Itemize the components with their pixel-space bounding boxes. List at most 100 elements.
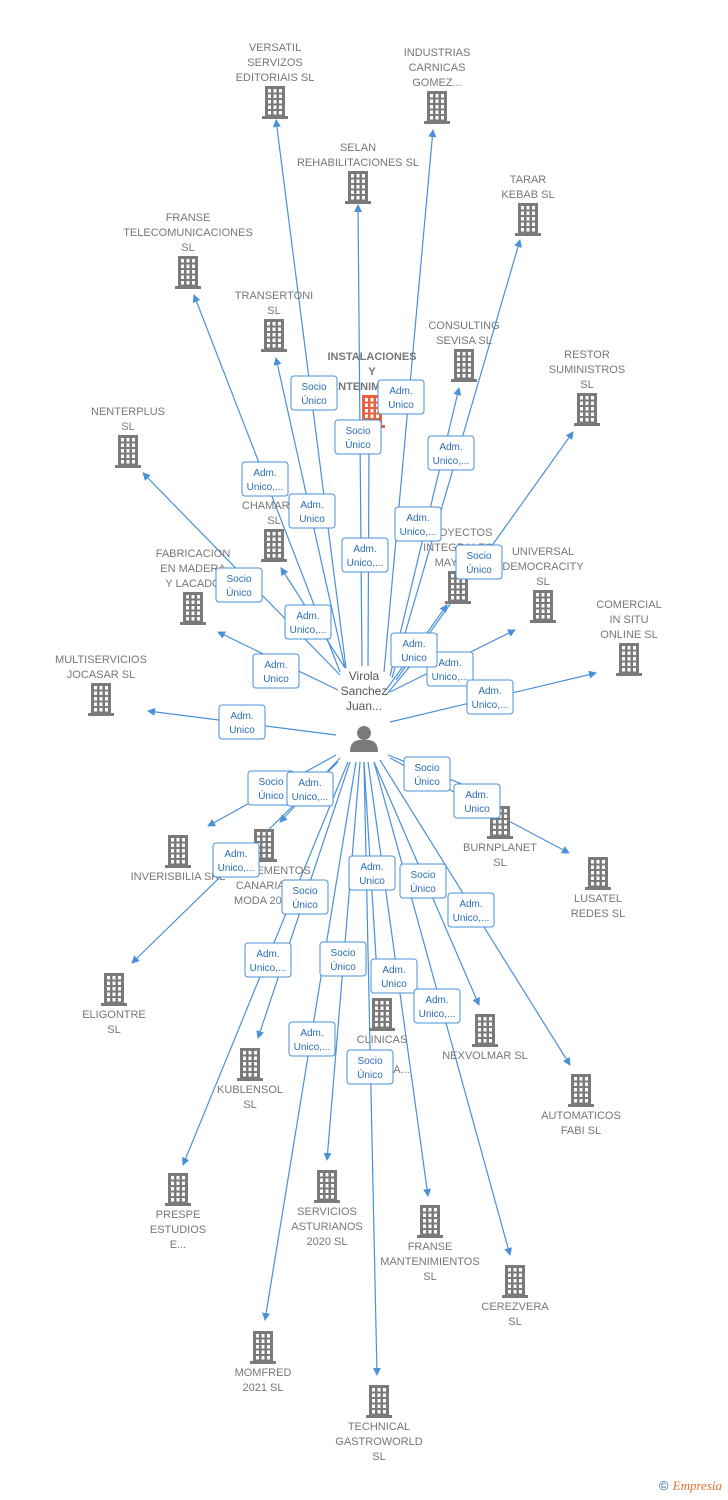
relation-badge[interactable]: Adm.Unico,... (241, 461, 289, 497)
badge-box (215, 567, 263, 603)
company-label: INDUSTRIAS (404, 47, 471, 59)
relation-badge[interactable]: Adm.Unico,... (341, 537, 389, 573)
badge-box (286, 771, 334, 807)
badge-label: Adm. (253, 468, 276, 479)
center-person-node[interactable]: Virola Sanchez Juan... (341, 669, 388, 752)
badge-label: Adm. (360, 862, 383, 873)
relation-badge[interactable]: Adm.Unico (390, 632, 438, 668)
badge-label: Adm. (389, 386, 412, 397)
building-icon (261, 529, 287, 562)
badge-label: Adm. (353, 544, 376, 555)
badge-label: Unico,... (400, 527, 437, 538)
badge-box (319, 941, 367, 977)
relation-badge[interactable]: Adm.Unico,... (413, 988, 461, 1024)
building-icon (369, 998, 395, 1031)
relation-badge[interactable]: Adm.Unico,... (212, 842, 260, 878)
relation-badge[interactable]: Adm.Unico,... (427, 435, 475, 471)
relation-badge[interactable]: Adm.Unico,... (244, 942, 292, 978)
badge-label: Único (466, 563, 492, 576)
building-icon (345, 171, 371, 204)
relation-badge[interactable]: Adm.Unico,... (466, 679, 514, 715)
building-icon (115, 435, 141, 468)
company-label: ONLINE SL (600, 629, 657, 641)
badge-label: Único (414, 775, 440, 788)
badge-label: Unico (464, 804, 490, 815)
badge-label: Adm. (425, 995, 448, 1006)
badge-box (341, 537, 389, 573)
building-icon (472, 1014, 498, 1047)
badge-label: Unico,... (218, 863, 255, 874)
company-node-nexvolmar[interactable]: NEXVOLMAR SL (442, 1014, 528, 1062)
building-icon (530, 590, 556, 623)
company-node-inverisbilia[interactable]: INVERISBILIA SRL (131, 835, 226, 883)
company-node-industrias[interactable]: INDUSTRIASCARNICASGOMEZ... (404, 47, 471, 124)
relation-badge[interactable]: Adm.Unico (348, 855, 396, 891)
relation-badge[interactable]: Adm.Unico,... (284, 604, 332, 640)
badges-layer: SocioÚnicoAdm.UnicoAdm.Unico,...Adm.Unic… (212, 375, 514, 1085)
badge-box (453, 783, 501, 819)
copyright-symbol: © (659, 1478, 669, 1493)
relation-badge[interactable]: Adm.Unico (218, 704, 266, 740)
relation-badge[interactable]: Adm.Unico,... (394, 506, 442, 542)
company-label: MOMFRED (235, 1367, 292, 1379)
company-label: SL (243, 1099, 256, 1111)
company-label: SERVICIOS (297, 1206, 357, 1218)
badge-box (447, 892, 495, 928)
building-icon (180, 592, 206, 625)
badge-label: Unico (263, 674, 289, 685)
relation-badge[interactable]: Adm.Unico (252, 653, 300, 689)
badge-box (252, 653, 300, 689)
building-icon (585, 857, 611, 890)
company-node-prespe[interactable]: PRESPEESTUDIOSE... (150, 1173, 206, 1251)
relation-badge[interactable]: Adm.Unico,... (286, 771, 334, 807)
relation-badge[interactable]: Adm.Unico (288, 493, 336, 529)
relation-badge[interactable]: Adm.Unico (377, 379, 425, 415)
building-icon (101, 973, 127, 1006)
company-label: UNIVERSAL (512, 546, 574, 558)
company-label: NEXVOLMAR SL (442, 1050, 528, 1062)
relation-badge[interactable]: Adm.Unico,... (426, 651, 474, 687)
brand-name: Empresia (672, 1478, 722, 1493)
company-label: REHABILITACIONES SL (297, 157, 419, 169)
company-label: CANARIAS (236, 880, 292, 892)
relation-badge[interactable]: Adm.Unico,... (288, 1021, 336, 1057)
relation-badge[interactable]: Adm.Unico,... (447, 892, 495, 928)
company-label: DEMOCRACITY (502, 561, 584, 573)
company-label: CARNICAS (409, 62, 466, 74)
relation-badge[interactable]: Adm.Unico (370, 958, 418, 994)
company-label: FRANSE (166, 212, 211, 224)
relation-badge[interactable]: Adm.Unico (453, 783, 501, 819)
